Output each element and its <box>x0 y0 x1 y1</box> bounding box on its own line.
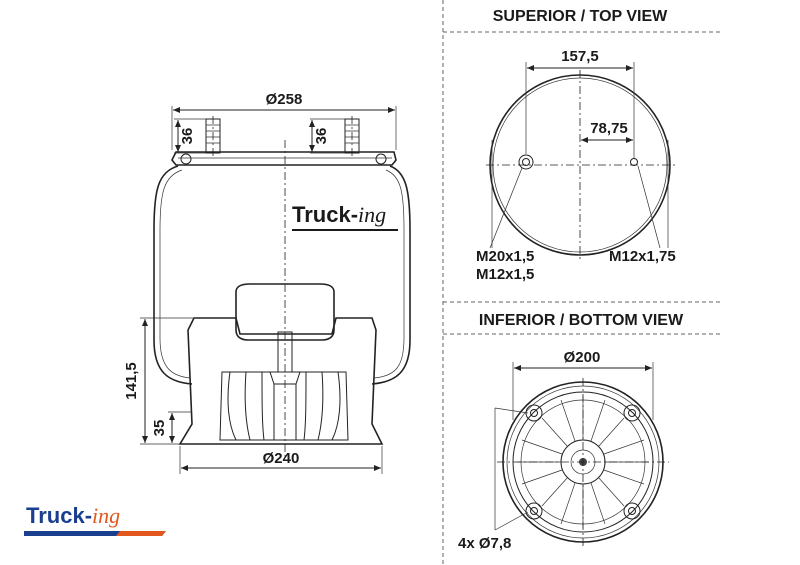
stud-left <box>205 116 221 158</box>
hole-icon <box>623 502 641 520</box>
bellow-left <box>153 165 193 385</box>
label-port-2: M12x1,5 <box>476 266 534 283</box>
dim-base-height: 35 <box>151 420 168 437</box>
piston-section <box>178 317 384 445</box>
bellow-right <box>371 165 411 385</box>
label-port-1: M20x1,5 <box>476 248 534 265</box>
brand-logo-main: Truck- <box>26 503 92 528</box>
dim-bottom-diameter: Ø240 <box>263 450 300 467</box>
bellow-logo: Truck-ing <box>292 202 386 227</box>
dim-stud-spacing: 157,5 <box>561 48 599 65</box>
bottom-view-header: INFERIOR / BOTTOM VIEW <box>479 312 684 329</box>
stud-hole-icon <box>630 158 638 166</box>
brand-logo: Truck-ing <box>24 503 166 536</box>
hole-icon <box>525 502 543 520</box>
side-view: Ø258 36 36 141,5 35 Ø240 Truck-ing <box>123 91 411 474</box>
brand-logo-text: Truck-ing <box>26 503 120 528</box>
bead-left-icon <box>180 153 192 165</box>
hole-icon <box>525 404 543 422</box>
top-plate <box>171 151 397 166</box>
bead-right-icon <box>375 153 387 165</box>
view-separators <box>442 0 720 565</box>
hole-icon <box>623 404 641 422</box>
stud-right <box>344 116 360 158</box>
dim-holes: 4x Ø7,8 <box>458 535 511 552</box>
dim-stud-left: 36 <box>179 128 196 145</box>
port-m20-icon <box>518 154 534 170</box>
bottom-view: Ø200 4x Ø7,8 <box>458 349 669 552</box>
dim-stud-right: 36 <box>313 128 330 145</box>
dim-height: 141,5 <box>123 362 140 400</box>
dim-offset: 78,75 <box>590 120 628 137</box>
rubber-bumper <box>235 283 335 341</box>
dim-bottom-view-diameter: Ø200 <box>564 349 601 366</box>
label-stud: M12x1,75 <box>609 248 676 265</box>
top-view: 157,5 78,75 M20x1,5 M12x1,5 M12x1,75 <box>476 48 676 283</box>
brand-logo-italic: ing <box>92 503 120 528</box>
top-view-header: SUPERIOR / TOP VIEW <box>493 8 668 25</box>
dim-top-diameter: Ø258 <box>266 91 303 108</box>
